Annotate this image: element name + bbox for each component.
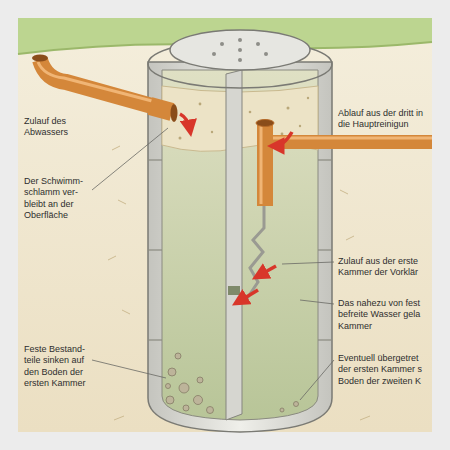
soil-stroke <box>346 236 354 240</box>
lid-hole <box>212 52 216 56</box>
inlet-sleeve <box>150 106 172 112</box>
sludge-dot <box>281 133 284 136</box>
callout-label: Der Schwimm- schlamm ver- bleibt an der … <box>24 176 90 221</box>
leader-line <box>282 262 334 264</box>
solid-particle <box>166 384 171 389</box>
callout-label: Zulauf aus der erste Kammer der Vorklär <box>338 256 430 279</box>
solid-particle <box>280 408 284 412</box>
lid-hole <box>238 38 242 42</box>
sludge-dot <box>287 107 290 110</box>
lid <box>170 30 310 70</box>
lid-hole <box>238 58 242 62</box>
sludge-dot <box>249 111 252 114</box>
solid-particle <box>179 383 189 393</box>
soil-stroke <box>108 256 116 260</box>
leader-line <box>92 360 166 378</box>
pipe-opening <box>32 55 48 62</box>
flow-arrow <box>274 132 292 146</box>
soil-stroke <box>340 190 348 194</box>
ring-joint <box>148 249 162 250</box>
lid-hole <box>238 48 242 52</box>
leader-line <box>300 360 334 400</box>
sludge-dot <box>299 125 301 127</box>
soil-ground <box>18 18 432 432</box>
baffle <box>246 206 264 300</box>
solid-particle <box>183 405 189 411</box>
leader-lines <box>92 128 334 400</box>
pipe-highlight <box>38 62 152 101</box>
callout-label: Ablauf aus der dritt in die Hauptreinigu… <box>338 108 430 131</box>
dividing-wall <box>226 70 242 420</box>
ring-joint <box>318 159 332 160</box>
flow-arrow <box>258 266 276 276</box>
solid-particle <box>294 402 299 407</box>
tank-interior <box>162 70 318 420</box>
ring-joint <box>148 339 162 340</box>
callout-label: Zulauf des Abwassers <box>24 116 104 139</box>
ring-joint <box>318 339 332 340</box>
sludge-dot <box>199 103 202 106</box>
callout-label: Das nahezu von fest befreite Wasser gela… <box>338 298 430 332</box>
soil-stroke <box>118 200 126 204</box>
flow-arrow <box>180 114 190 130</box>
solid-particle <box>166 396 174 404</box>
outlet-tee <box>257 124 273 206</box>
ring-joint <box>148 159 162 160</box>
solid-particle <box>197 377 203 383</box>
callout-label: Eventuell übergetret der ersten Kammer s… <box>338 353 430 387</box>
pipe-highlight <box>260 126 263 204</box>
pipe-opening <box>171 104 178 122</box>
solid-particle <box>168 368 176 376</box>
lid-hole <box>264 52 268 56</box>
soil-stroke <box>360 416 370 420</box>
ring-joint <box>318 249 332 250</box>
tank-wall <box>148 62 332 432</box>
leader-line <box>300 300 334 304</box>
soil-stroke <box>122 310 130 314</box>
solid-particle <box>175 353 181 359</box>
soil-stroke <box>112 146 120 150</box>
sludge-dot <box>179 137 182 140</box>
sludge-dot <box>211 131 213 133</box>
solid-particle <box>207 407 214 414</box>
lid-holes <box>212 38 268 62</box>
callout-label: Feste Bestand- teile sinken auf den Bode… <box>24 344 92 389</box>
wall-opening <box>228 286 240 295</box>
inlet-pipe <box>40 60 152 106</box>
solid-particle <box>194 396 203 405</box>
soil-stroke <box>114 416 124 420</box>
flow-arrow <box>238 290 258 302</box>
sludge-dot <box>307 97 309 99</box>
pipe-opening <box>256 120 274 127</box>
leader-line <box>92 128 168 190</box>
lid-hole <box>220 42 224 46</box>
lid-hole <box>256 42 260 46</box>
